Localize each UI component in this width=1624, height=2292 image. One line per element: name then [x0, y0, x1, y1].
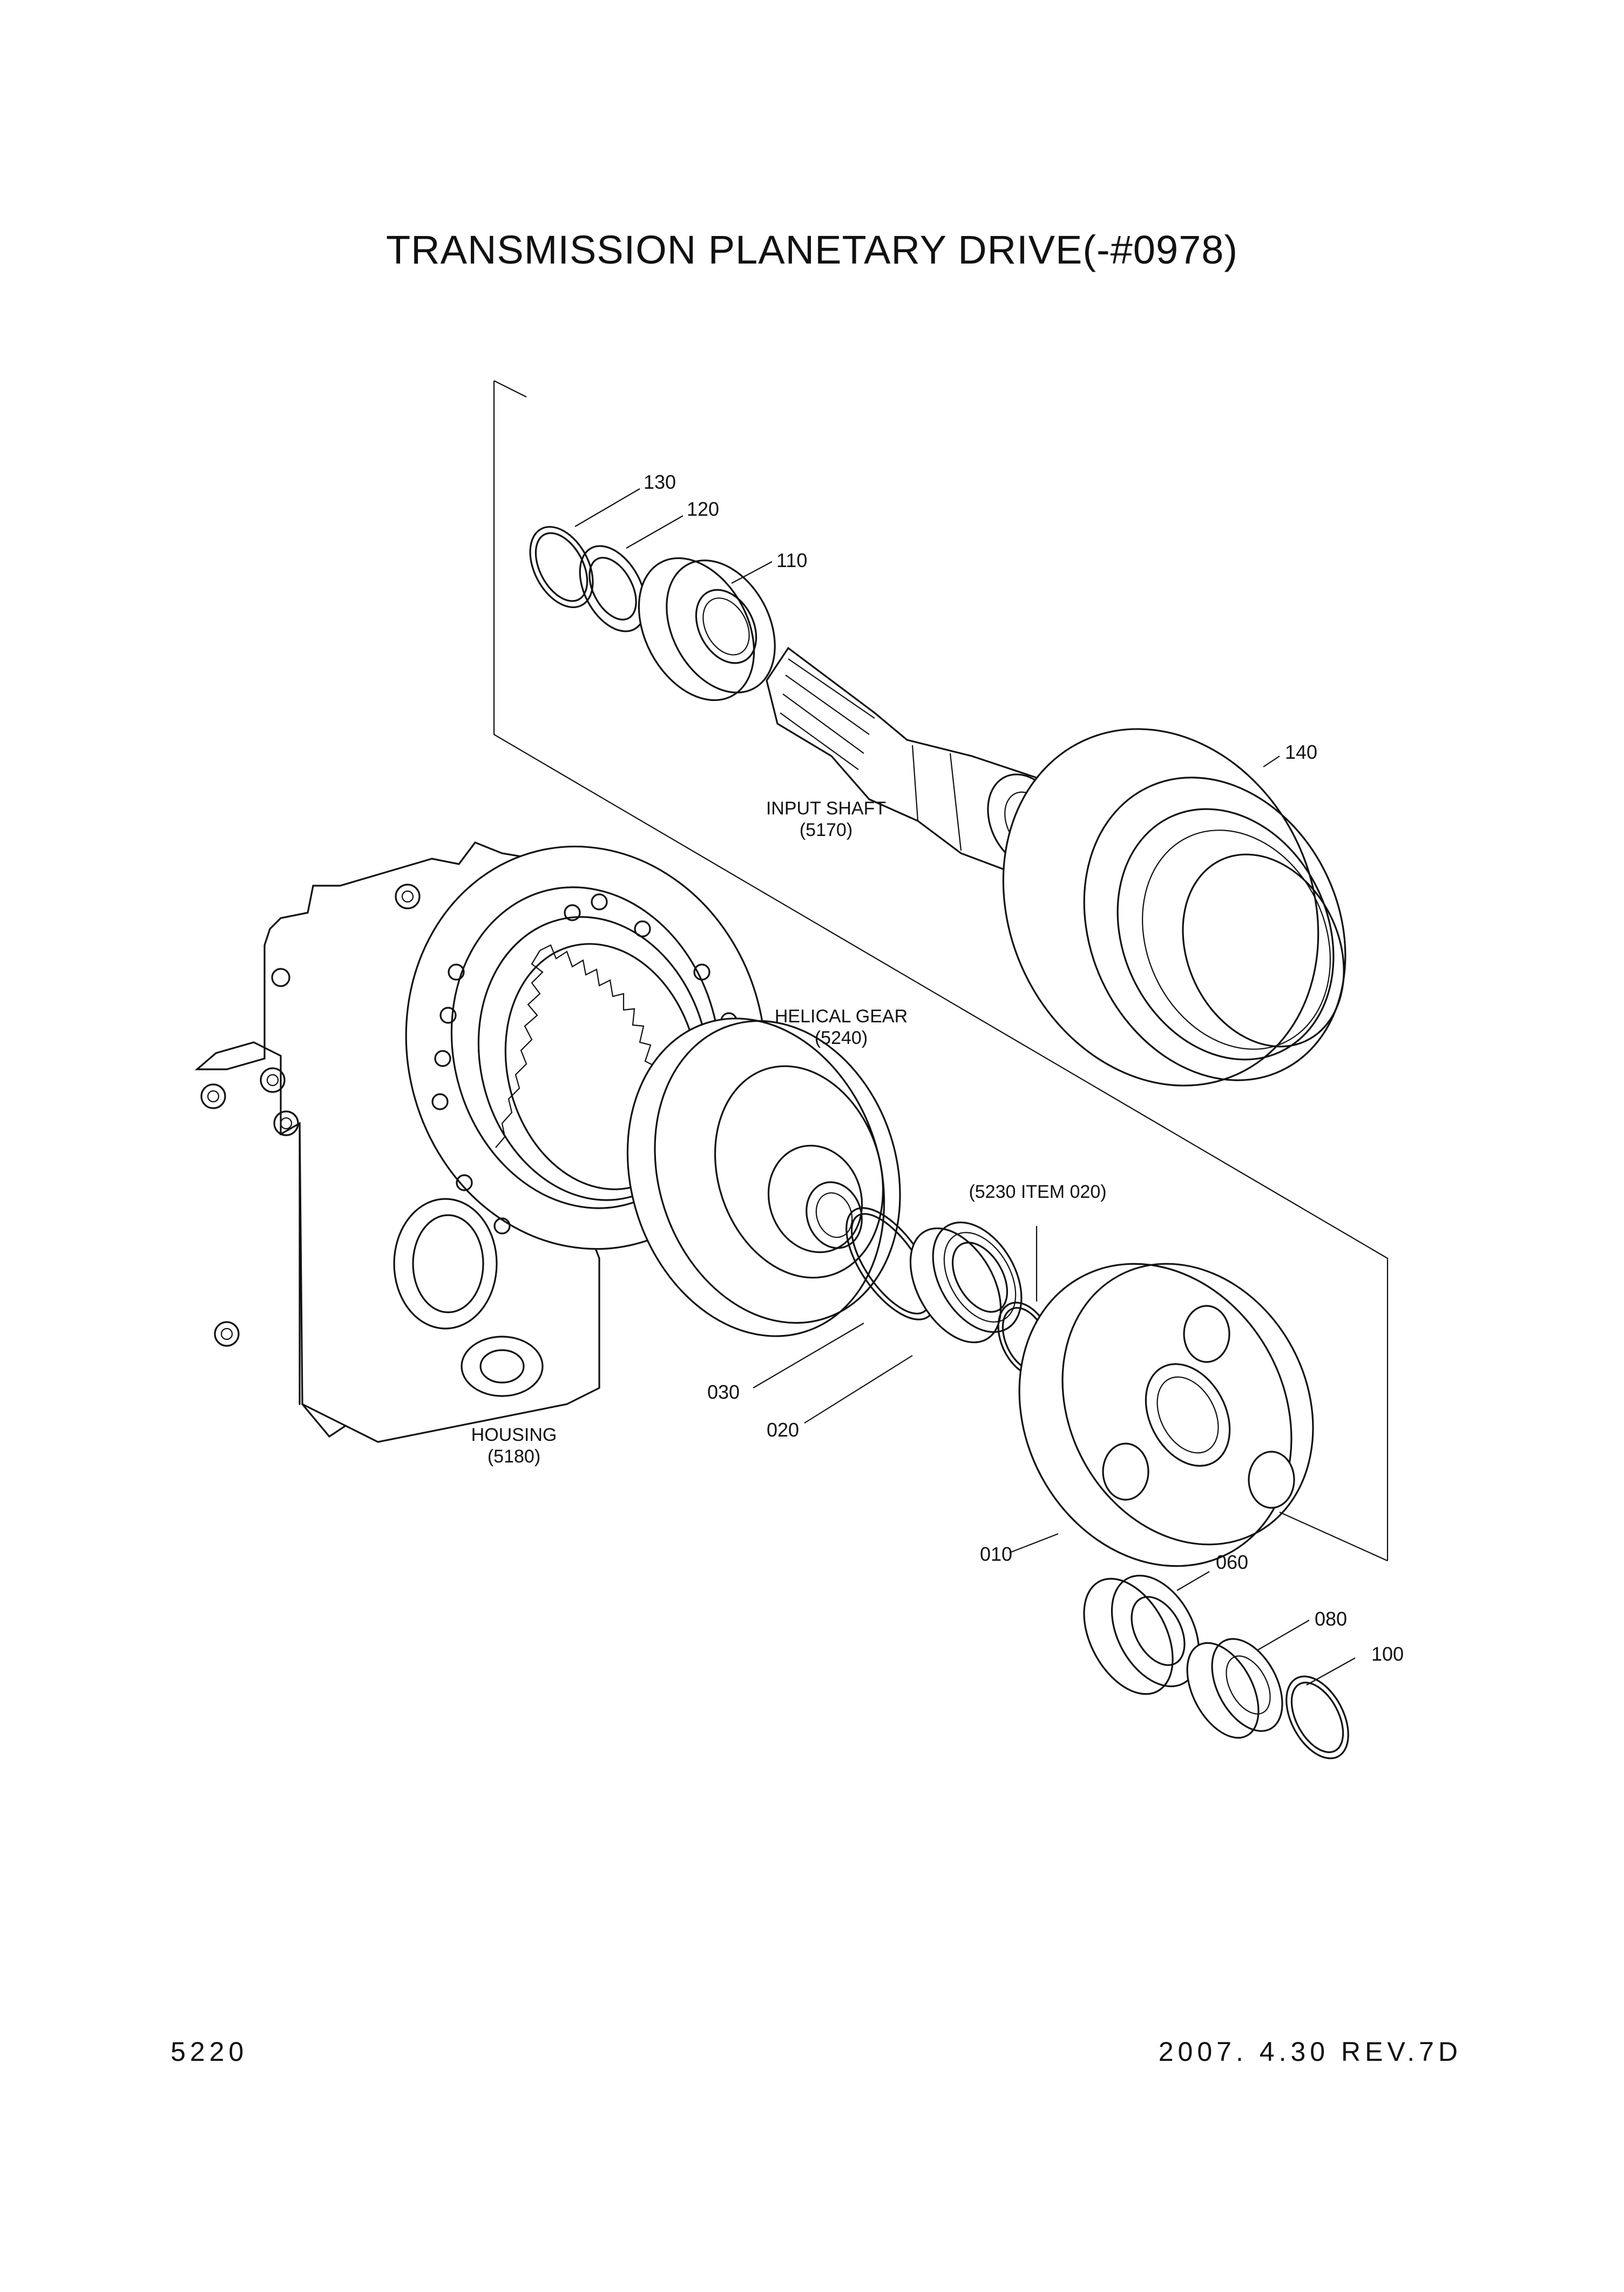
- helical-gear-label: HELICAL GEAR: [775, 1006, 908, 1027]
- helical-gear-part: [626, 1017, 901, 1337]
- callout-100: 100: [1371, 1643, 1404, 1665]
- washer-120: [579, 545, 647, 632]
- callout-110: 110: [776, 549, 807, 571]
- bearing-ref-label: (5230 ITEM 020): [969, 1182, 1106, 1202]
- callout-060: 060: [1216, 1551, 1248, 1573]
- needle-bearing-080: [1186, 1638, 1283, 1739]
- snap-ring-100: [1285, 1675, 1349, 1760]
- helical-gear-ref: (5240): [815, 1028, 868, 1048]
- callout-140: 140: [1285, 741, 1317, 763]
- page-code: 5220: [171, 2037, 248, 2067]
- planet-carrier-010: [1018, 1263, 1314, 1567]
- bearing-020: [909, 1221, 1023, 1344]
- input-shaft-label: INPUT SHAFT: [766, 798, 886, 819]
- page-title: TRANSMISSION PLANETARY DRIVE(-#0978): [385, 227, 1239, 272]
- callout-120: 120: [687, 498, 719, 520]
- callout-020: 020: [767, 1419, 799, 1441]
- leader-lines: [574, 488, 1356, 1686]
- gear-110: [638, 557, 776, 702]
- date-revision: 2007. 4.30 REV.7D: [1158, 2037, 1462, 2067]
- callout-labels: 130 120 110 140 030 020 010 060 080 100: [644, 471, 1404, 1665]
- ring-gear-140: [1002, 728, 1346, 1087]
- assembly-frame: [493, 380, 1389, 1562]
- input-shaft-ref: (5170): [800, 820, 852, 840]
- part-name-labels: INPUT SHAFT (5170) HELICAL GEAR (5240) (…: [471, 798, 1107, 1467]
- callout-030: 030: [707, 1381, 740, 1403]
- planet-gear-060: [1083, 1574, 1200, 1695]
- callout-130: 130: [644, 471, 676, 493]
- housing-ref: (5180): [488, 1446, 540, 1467]
- snap-ring-130: [529, 525, 594, 609]
- callout-080: 080: [1315, 1608, 1347, 1630]
- housing-label: HOUSING: [471, 1425, 557, 1445]
- callout-010: 010: [980, 1543, 1012, 1565]
